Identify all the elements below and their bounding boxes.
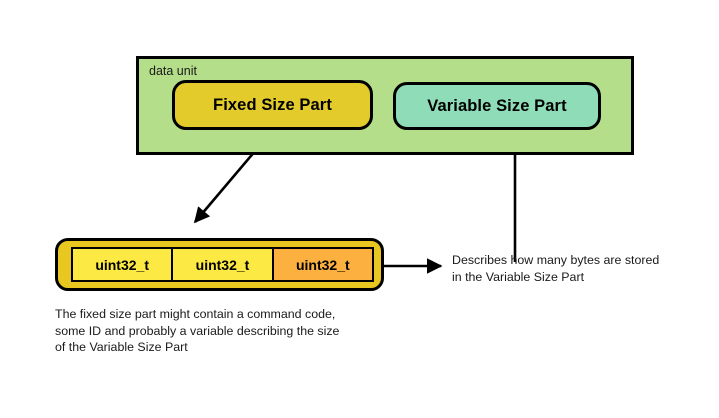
data-unit-label: data unit (149, 64, 197, 78)
struct-cell-2-label: uint32_t (195, 256, 250, 273)
struct-cell-1: uint32_t (73, 249, 172, 280)
struct-cell-3: uint32_t (271, 249, 372, 280)
struct-note-caption: The fixed size part might contain a comm… (55, 307, 340, 354)
struct-cell-3-label: uint32_t (295, 256, 350, 273)
variable-size-part-label: Variable Size Part (427, 96, 567, 115)
fixed-size-part-label: Fixed Size Part (213, 95, 332, 114)
struct-cell-2: uint32_t (171, 249, 272, 280)
fixed-part-struct-container: uint32_t uint32_t uint32_t (55, 238, 384, 291)
variable-size-part-box: Variable Size Part (393, 82, 601, 130)
length-note-caption: Describes how many bytes are stored in t… (452, 253, 660, 284)
struct-cell-1-label: uint32_t (95, 256, 149, 273)
fixed-size-part-box: Fixed Size Part (172, 80, 373, 130)
fixed-part-struct-cells: uint32_t uint32_t uint32_t (71, 247, 374, 282)
